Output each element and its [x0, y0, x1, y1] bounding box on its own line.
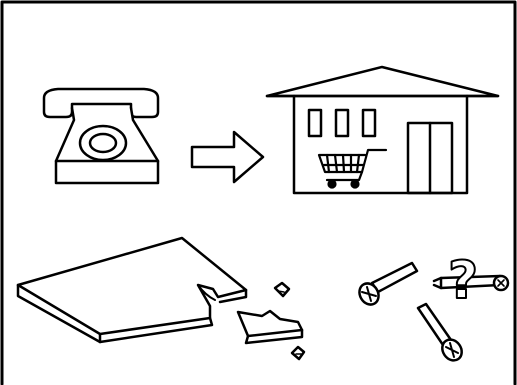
question-mark-icon: ?: [448, 251, 478, 311]
store-icon: [265, 65, 500, 195]
right-arrow-icon: [190, 130, 265, 184]
screw-icon: [358, 261, 419, 306]
telephone-icon: [42, 87, 160, 185]
question-screw-icon: [432, 274, 510, 292]
broken-panel-icon: [16, 236, 306, 361]
screw-icon: [416, 302, 463, 362]
shopping-cart-icon: [317, 148, 388, 189]
